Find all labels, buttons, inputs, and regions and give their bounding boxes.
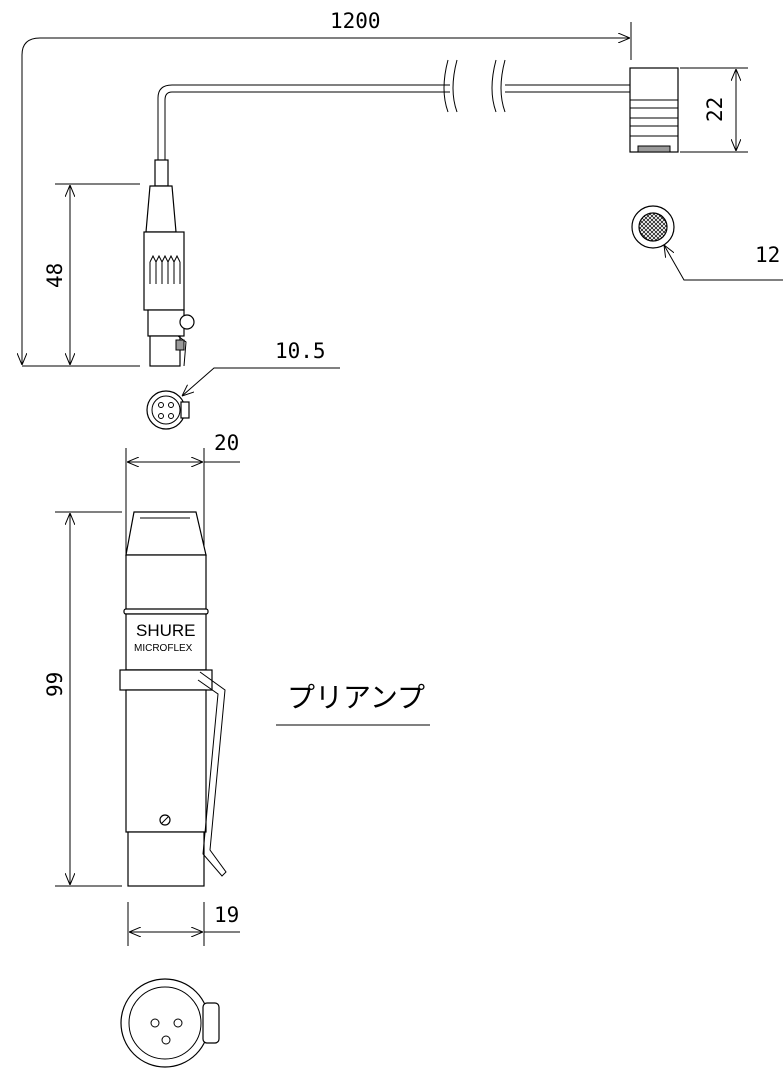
preamp-label: プリアンプ	[276, 681, 430, 726]
cable-length-dimension: 1200	[22, 9, 632, 365]
microphone-head	[629, 67, 679, 153]
preamp-model: MICROFLEX	[134, 643, 193, 654]
preamp-width-value: 20	[214, 431, 239, 455]
preamp-bottom-width-value: 19	[214, 903, 239, 927]
cable	[157, 59, 630, 160]
preamp-label-text: プリアンプ	[287, 681, 425, 714]
preamp-body: SHURE MICROFLEX	[119, 511, 227, 887]
mic-height-value: 22	[703, 97, 727, 122]
mic-height-dimension: 22	[680, 67, 748, 153]
ta4f-connector	[143, 159, 195, 367]
preamp-brand: SHURE	[136, 621, 196, 640]
connector-front-view: 10.5	[146, 339, 340, 430]
connector-diameter-value: 10.5	[275, 339, 326, 363]
mic-diameter-value: 12	[755, 243, 780, 267]
cable-length-value: 1200	[330, 9, 381, 33]
preamp-length-dimension: 99	[43, 511, 122, 887]
connector-length-dimension: 48	[22, 183, 140, 367]
microphone-front-view: 12	[631, 205, 783, 281]
preamp-bottom-width-dimension: 19	[127, 902, 240, 946]
connector-length-value: 48	[43, 263, 67, 288]
grip-ribs	[149, 254, 181, 284]
preamp-length-value: 99	[43, 672, 67, 697]
preamp-width-dimension: 20	[125, 431, 240, 560]
preamp-xlr-end-view	[120, 978, 220, 1068]
